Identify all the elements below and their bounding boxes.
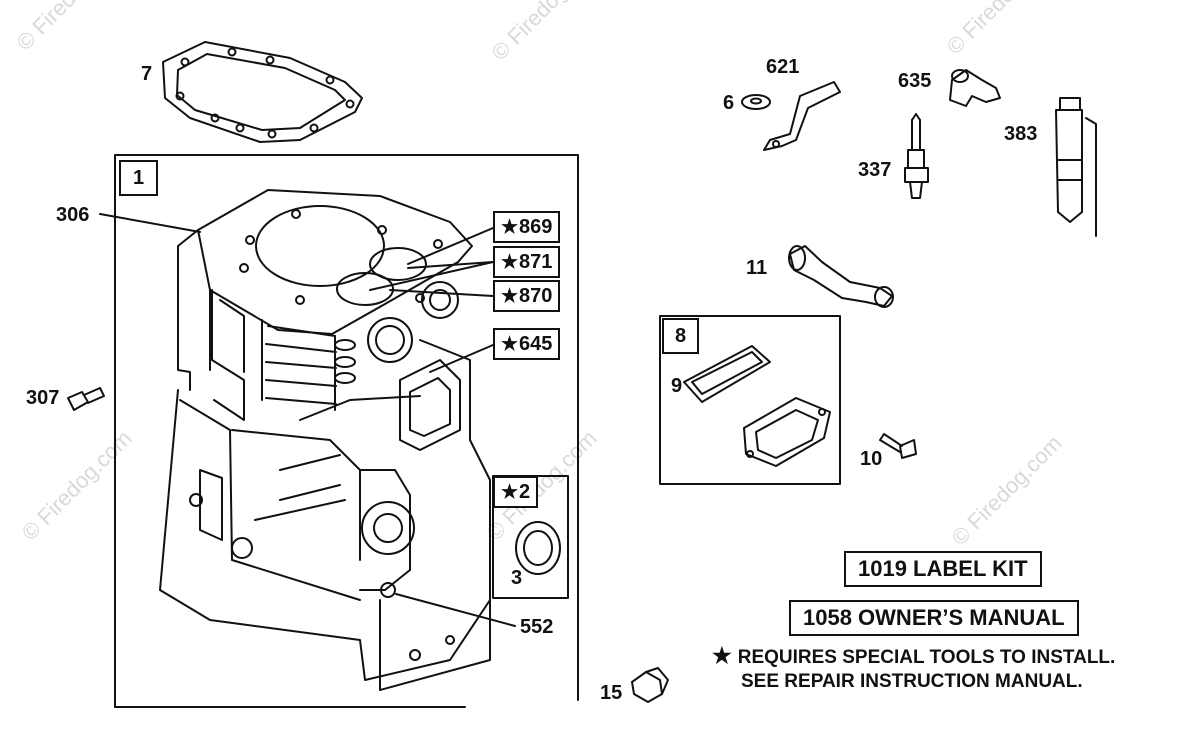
screw-10-drawing [879, 433, 917, 459]
callout-3: 3 [511, 567, 523, 589]
part-number: 870 [519, 285, 553, 307]
main-box-frame [114, 154, 579, 708]
cylinder-block-drawing [159, 189, 516, 691]
callout-552: 552 [520, 616, 554, 638]
starred-box-870: ★870 [493, 280, 561, 312]
star-icon: ★ [501, 252, 519, 273]
spark-plug-337-drawing [904, 113, 929, 199]
starred-box-645: ★645 [493, 328, 561, 360]
label-kit-box: 1019 LABEL KIT [844, 551, 1042, 587]
callout-383: 383 [1004, 123, 1038, 145]
main-box-number: 1 [119, 160, 159, 196]
breather-box-frame [659, 315, 841, 485]
breather-cover-drawing [743, 397, 831, 467]
callout-621: 621 [766, 56, 800, 78]
callout-307: 307 [26, 387, 60, 409]
callout-337: 337 [858, 159, 892, 181]
part-number: 2 [519, 481, 531, 503]
star-icon: ★ [501, 217, 519, 238]
starred-box-869: ★869 [493, 211, 561, 243]
note-line-2: SEE REPAIR INSTRUCTION MANUAL. [741, 671, 1083, 692]
breather-box-number: 8 [662, 318, 700, 354]
callout-9: 9 [671, 375, 683, 397]
head-gasket-drawing [162, 41, 363, 143]
callout-6: 6 [723, 92, 735, 114]
callout-10: 10 [860, 448, 883, 470]
callout-7: 7 [141, 63, 153, 85]
part-number: 871 [519, 251, 553, 273]
star-icon: ★ [501, 334, 519, 355]
owners-manual-box: 1058 OWNER’S MANUAL [789, 600, 1079, 636]
plug-15-drawing [631, 667, 669, 703]
breather-tube-drawing [788, 245, 894, 308]
star-icon: ★ [712, 643, 732, 668]
part-number: 645 [519, 333, 553, 355]
boot-635-drawing [949, 69, 1001, 107]
callout-306: 306 [56, 204, 90, 226]
breather-gasket-drawing [683, 345, 771, 403]
star-icon: ★ [501, 482, 519, 503]
note-line-1: REQUIRES SPECIAL TOOLS TO INSTALL. [737, 647, 1116, 668]
star-icon: ★ [501, 286, 519, 307]
callout-635: 635 [898, 70, 932, 92]
screw-307-drawing [67, 387, 105, 411]
starred-box-2: ★2 [493, 476, 539, 508]
special-tools-note: ★REQUIRES SPECIAL TOOLS TO INSTALL. SEE … [712, 644, 1115, 694]
part-number: 869 [519, 216, 553, 238]
callout-15: 15 [600, 682, 623, 704]
callout-11: 11 [746, 257, 768, 279]
starred-box-871: ★871 [493, 246, 561, 278]
bracket-621-drawing [763, 81, 841, 151]
tool-383-drawing [1055, 97, 1097, 237]
